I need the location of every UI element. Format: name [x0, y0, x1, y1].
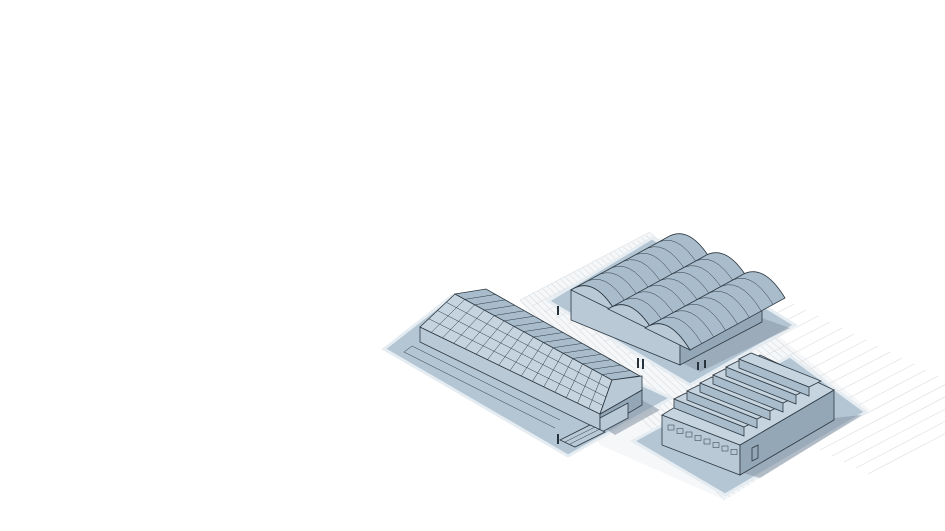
glass-mullion: [504, 315, 535, 322]
window: [721, 445, 729, 452]
person: [637, 358, 639, 368]
glass-mullion: [474, 299, 506, 305]
grid-line: [843, 408, 945, 463]
arched-greenhouse: [570, 233, 790, 372]
glass-mullion: [553, 343, 583, 348]
glass-greenhouse: [403, 288, 660, 448]
glass-mullion: [513, 321, 544, 327]
window: [676, 428, 684, 434]
arch-rib: [704, 291, 750, 318]
arch-rib: [727, 278, 774, 305]
person: [557, 434, 559, 444]
arch-rib: [668, 310, 714, 338]
glass-mullion: [592, 364, 621, 370]
window: [685, 431, 693, 438]
glass-purlin: [446, 302, 610, 389]
window: [703, 438, 711, 445]
window: [694, 435, 702, 441]
person: [704, 360, 706, 368]
arch-gable: [644, 323, 692, 351]
glass-mullion: [582, 359, 612, 365]
grid-line: [519, 231, 651, 301]
glass-mullion: [484, 305, 515, 311]
glass-mullion: [533, 332, 564, 338]
grid-line: [867, 433, 945, 475]
grid-line: [855, 421, 945, 469]
window: [712, 442, 720, 448]
arch-rib: [680, 304, 726, 331]
person: [557, 306, 559, 315]
glass-purlin: [437, 310, 607, 398]
glass-mullion: [464, 294, 496, 300]
window: [730, 449, 738, 455]
window: [667, 424, 675, 431]
glass-mullion: [602, 370, 631, 375]
grid-line: [831, 396, 945, 457]
glass-purlin: [428, 318, 604, 406]
person: [697, 362, 699, 370]
glass-mullion: [494, 310, 525, 316]
glass-mullion: [543, 337, 573, 343]
glass-mullion: [523, 326, 554, 332]
sawtooth-slope: [738, 352, 822, 388]
arch-rib: [656, 317, 703, 344]
glass-mullion: [562, 348, 592, 354]
people: [557, 306, 706, 444]
arch-rib: [692, 297, 738, 325]
sawtooth-hall: [661, 352, 862, 478]
arch-rib: [716, 284, 762, 312]
grid-line: [819, 384, 945, 451]
person: [642, 359, 644, 369]
glass-mullion: [572, 354, 602, 359]
